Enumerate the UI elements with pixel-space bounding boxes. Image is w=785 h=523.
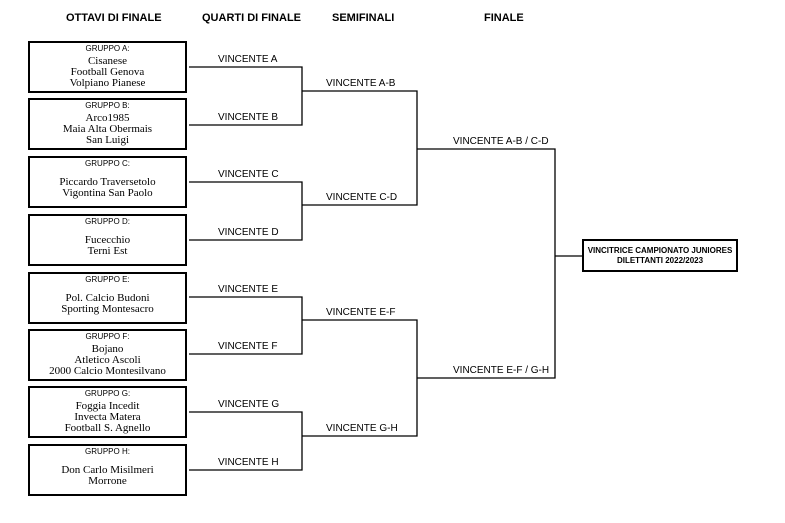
group-box-e: GRUPPO E: Pol. Calcio Budoni Sporting Mo… xyxy=(28,272,187,324)
group-label: GRUPPO G: xyxy=(84,389,131,398)
champion-box: VINCITRICE CAMPIONATO JUNIORES DILETTANT… xyxy=(582,239,738,272)
group-label: GRUPPO E: xyxy=(85,275,130,284)
group-label: GRUPPO C: xyxy=(85,159,130,168)
quarter-label-c: VINCENTE C xyxy=(218,169,279,180)
group-label: GRUPPO F: xyxy=(85,332,130,341)
header-round-of-16: OTTAVI DI FINALE xyxy=(66,12,162,24)
team-name: Sporting Montesacro xyxy=(61,302,154,315)
group-box-b: GRUPPO B: Arco1985 Maia Alta Obermais Sa… xyxy=(28,98,187,150)
connector-cd xyxy=(189,181,303,241)
header-final: FINALE xyxy=(484,12,524,24)
quarter-label-g: VINCENTE G xyxy=(218,399,280,410)
connector-ab xyxy=(189,66,303,126)
quarter-label-a: VINCENTE A xyxy=(218,54,278,65)
team-name: 2000 Calcio Montesilvano xyxy=(49,365,166,377)
semi-label-gh: VINCENTE G-H xyxy=(326,423,398,434)
team-name: Bojano xyxy=(91,343,124,355)
header-semifinals: SEMIFINALI xyxy=(332,12,395,24)
group-label: GRUPPO A: xyxy=(85,44,130,53)
team-name: Volpiano Pianese xyxy=(69,77,146,89)
team-name: Maia Alta Obermais xyxy=(62,123,153,135)
group-label: GRUPPO B: xyxy=(85,101,130,110)
quarter-label-h: VINCENTE H xyxy=(218,457,279,468)
champion-line-1: VINCITRICE CAMPIONATO JUNIORES xyxy=(587,245,733,255)
semi-label-ef: VINCENTE E-F xyxy=(326,307,396,318)
semi-label-ab: VINCENTE A-B xyxy=(326,78,396,89)
team-name: San Luigi xyxy=(85,134,130,146)
team-name: Piccardo Traversetolo xyxy=(59,175,156,188)
quarter-label-f: VINCENTE F xyxy=(218,341,278,352)
team-name: Vigontina San Paolo xyxy=(62,186,153,199)
team-name: Don Carlo Misilmeri xyxy=(61,463,154,476)
team-name: Foggia Incedit xyxy=(75,400,140,412)
quarter-label-b: VINCENTE B xyxy=(218,112,279,123)
quarter-label-d: VINCENTE D xyxy=(218,227,279,238)
team-name: Morrone xyxy=(88,474,127,487)
connector-gh xyxy=(189,411,303,471)
team-name: Terni Est xyxy=(87,244,128,257)
group-box-f: GRUPPO F: Bojano Atletico Ascoli 2000 Ca… xyxy=(28,329,187,381)
group-label: GRUPPO H: xyxy=(85,447,130,456)
group-box-d: GRUPPO D: Fucecchio Terni Est xyxy=(28,214,187,266)
connector-ef xyxy=(189,296,303,355)
team-name: Fucecchio xyxy=(84,233,131,246)
group-box-h: GRUPPO H: Don Carlo Misilmeri Morrone xyxy=(28,444,187,496)
team-name: Invecta Matera xyxy=(74,411,141,423)
connector-final xyxy=(417,148,556,379)
group-label: GRUPPO D: xyxy=(85,217,130,226)
team-name: Football S. Agnello xyxy=(64,422,151,434)
group-box-a: GRUPPO A: Cisanese Football Genova Volpi… xyxy=(28,41,187,93)
group-box-c: GRUPPO C: Piccardo Traversetolo Vigontin… xyxy=(28,156,187,208)
quarter-label-e: VINCENTE E xyxy=(218,284,279,295)
team-name: Pol. Calcio Budoni xyxy=(65,291,150,304)
semi-label-cd: VINCENTE C-D xyxy=(326,192,398,203)
connector-abcd xyxy=(302,90,418,206)
header-quarterfinals: QUARTI DI FINALE xyxy=(202,12,301,24)
final-label-top: VINCENTE A-B / C-D xyxy=(453,136,549,147)
team-name: Cisanese xyxy=(87,55,128,67)
team-name: Football Genova xyxy=(70,66,145,78)
connector-efgh xyxy=(302,319,418,437)
team-name: Atletico Ascoli xyxy=(74,354,141,366)
team-name: Arco1985 xyxy=(85,112,130,124)
final-label-bottom: VINCENTE E-F / G-H xyxy=(453,365,550,376)
group-box-g: GRUPPO G: Foggia Incedit Invecta Matera … xyxy=(28,386,187,438)
champion-line-2: DILETTANTI 2022/2023 xyxy=(616,255,704,265)
